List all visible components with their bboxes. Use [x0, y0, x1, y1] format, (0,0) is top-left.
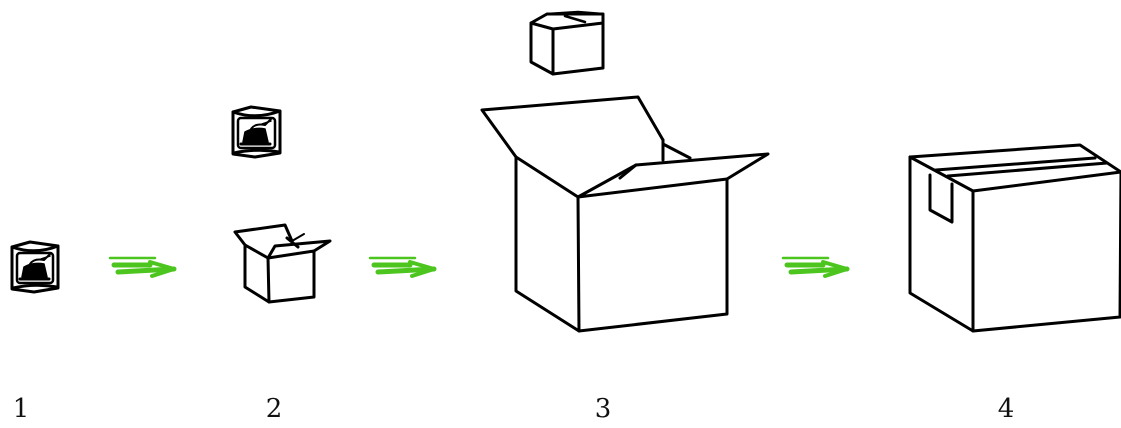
small-open-box-icon — [235, 225, 330, 302]
arrow-right-icon — [370, 258, 434, 276]
iron-package-icon — [233, 107, 280, 157]
step-label-1: 1 — [1, 394, 41, 424]
iron-package-icon — [12, 242, 58, 292]
arrow-right-icon — [783, 258, 847, 276]
small-closed-box-icon — [531, 12, 603, 74]
step-label-4: 4 — [986, 394, 1026, 424]
step-label-2: 2 — [254, 394, 294, 424]
packing-process-diagram — [0, 0, 1121, 380]
step-label-3: 3 — [583, 394, 623, 424]
arrow-right-icon — [110, 258, 174, 276]
taped-closed-box-icon — [910, 145, 1121, 331]
large-open-box-icon — [482, 97, 768, 331]
